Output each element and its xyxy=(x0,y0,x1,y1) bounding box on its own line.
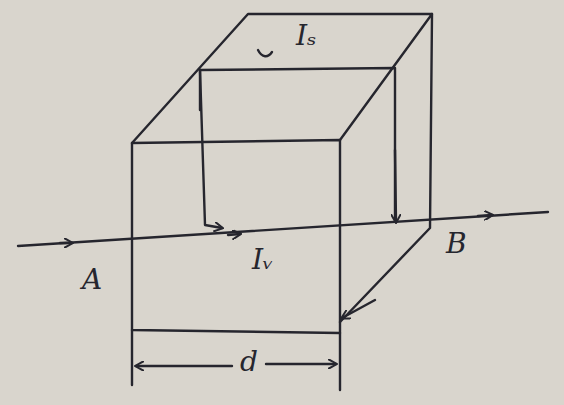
point-label: A xyxy=(82,266,102,294)
dimension-arrow xyxy=(266,363,336,365)
surface-current-arrow xyxy=(200,70,222,228)
extension-line xyxy=(339,333,341,390)
axis-arrow xyxy=(228,234,240,235)
volume-current-label: Iᵥ xyxy=(252,246,274,274)
top-face xyxy=(132,14,432,143)
surface-current-arrow xyxy=(342,300,375,318)
dimension-arrow xyxy=(136,365,232,367)
dimension-label: d xyxy=(240,348,258,376)
surface-current-arrow xyxy=(395,150,396,222)
extension-line xyxy=(131,330,133,385)
surface-current-mark xyxy=(258,50,272,56)
surface-current-label: Iₛ xyxy=(296,22,317,50)
point-label: B xyxy=(446,230,467,258)
axis-arrow xyxy=(60,242,72,244)
side-face xyxy=(340,14,432,322)
axis-line xyxy=(18,212,548,246)
axis-arrow xyxy=(478,215,492,216)
middle-plane xyxy=(200,68,395,220)
